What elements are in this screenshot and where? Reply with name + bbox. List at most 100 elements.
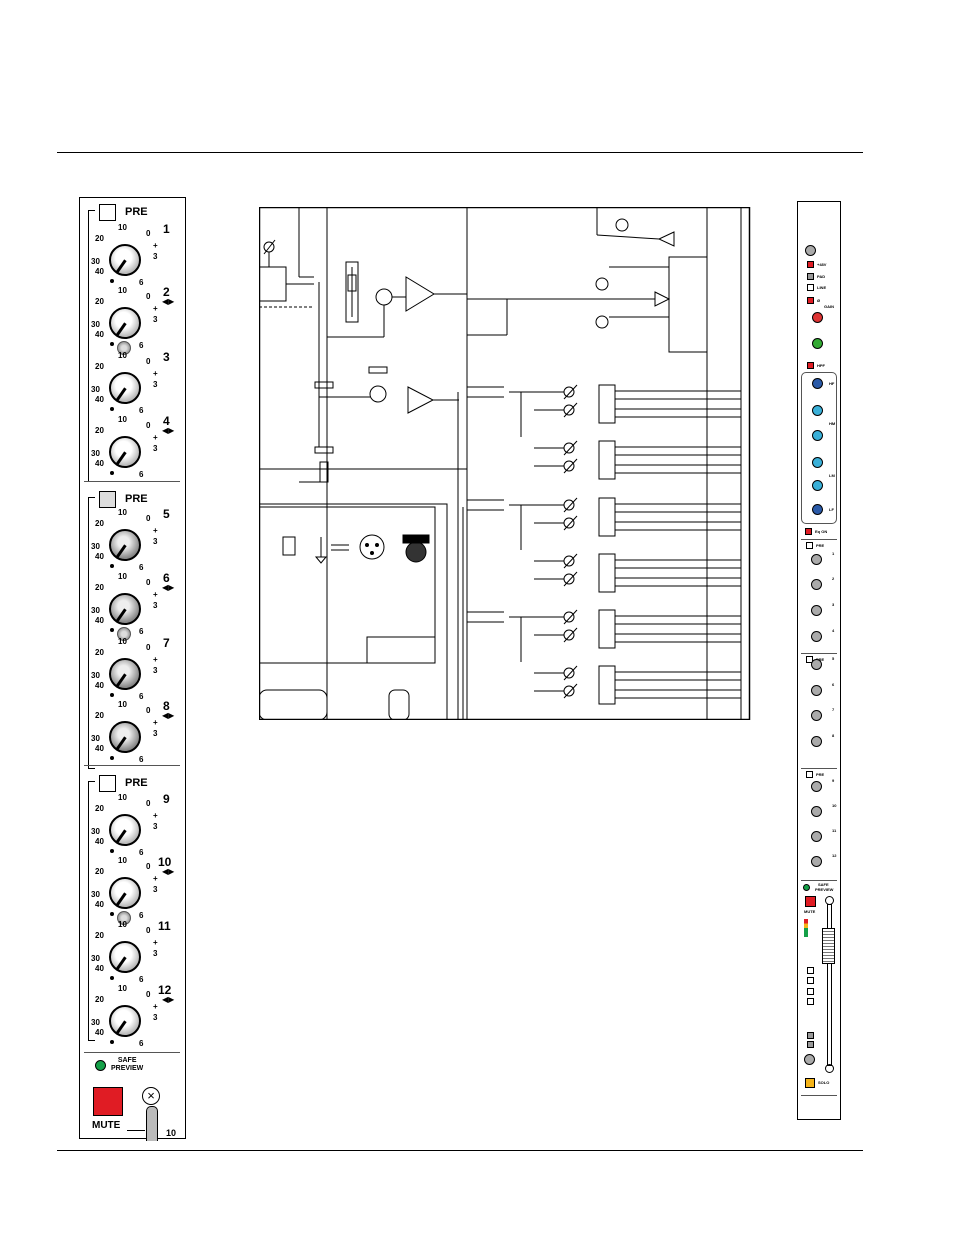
aux-send-knob[interactable]	[109, 372, 141, 404]
aux-send-knob[interactable]	[811, 736, 822, 747]
eq-knob[interactable]	[812, 378, 823, 389]
eq-knob[interactable]	[812, 457, 823, 468]
stereo-pan-mark: ◀▶	[162, 995, 175, 1004]
scale-10: 10	[118, 415, 127, 424]
line-switch[interactable]	[807, 284, 814, 291]
aux-send-knob[interactable]	[109, 307, 141, 339]
zero-dot	[110, 976, 114, 980]
scale-plus: +	[153, 718, 158, 727]
aux-send-knob[interactable]	[811, 631, 822, 642]
aux-send-knob[interactable]	[811, 781, 822, 792]
preview-label: PREVIEW	[815, 887, 834, 892]
scale-30: 30	[91, 890, 100, 899]
aux-send-knob[interactable]	[109, 529, 141, 561]
eq-on-switch[interactable]	[805, 528, 812, 535]
mute-button[interactable]	[93, 1087, 123, 1116]
phase-label: Ø	[817, 298, 821, 303]
hpf-switch[interactable]	[807, 362, 814, 369]
pre-switch[interactable]	[99, 775, 116, 792]
scale-10: 10	[118, 920, 127, 929]
hpf-label: HPF	[817, 363, 825, 368]
safe-label: SAFE	[117, 1057, 137, 1064]
aux-send-knob[interactable]	[811, 554, 822, 565]
aux-send-knob[interactable]	[109, 814, 141, 846]
scale-30: 30	[91, 671, 100, 680]
mute-button[interactable]	[805, 896, 816, 907]
aux-send-knob[interactable]	[109, 941, 141, 973]
scale-10: 10	[118, 700, 127, 709]
aux-send-knob[interactable]	[811, 806, 822, 817]
pre-switch[interactable]	[806, 542, 813, 549]
input-socket-icon	[805, 245, 816, 256]
scale-30: 30	[91, 385, 100, 394]
scale-10: 10	[118, 984, 127, 993]
block-schematic	[259, 207, 751, 720]
hpf-knob[interactable]	[812, 338, 823, 349]
aux-send-knob[interactable]	[811, 659, 822, 670]
aux-send-knob[interactable]	[109, 244, 141, 276]
scale-40: 40	[95, 681, 104, 690]
zero-dot	[110, 564, 114, 568]
scale-plus: +	[153, 811, 158, 820]
pre-switch[interactable]	[806, 771, 813, 778]
meter-leds	[804, 919, 808, 937]
aux-send-knob[interactable]	[109, 877, 141, 909]
routing-switch[interactable]	[807, 998, 814, 1005]
phantom-label: +48V	[817, 262, 827, 267]
scale-30: 30	[91, 449, 100, 458]
pre-switch[interactable]	[99, 204, 116, 221]
zero-dot	[110, 471, 114, 475]
aux-number: 9	[163, 792, 170, 806]
pad-switch[interactable]	[807, 273, 814, 280]
section-divider	[801, 768, 837, 769]
fader-knob[interactable]	[822, 928, 835, 964]
aux-send-knob[interactable]	[811, 579, 822, 590]
routing-switch[interactable]	[807, 988, 814, 995]
aux-send-knob[interactable]	[109, 658, 141, 690]
mute-label: MUTE	[804, 909, 816, 914]
stereo-pan-mark: ◀▶	[162, 867, 175, 876]
pan-knob[interactable]	[117, 341, 131, 355]
pre-bracket	[88, 781, 95, 1041]
gain-knob[interactable]	[812, 312, 823, 323]
pan-knob[interactable]	[117, 911, 131, 925]
scale-10: 10	[118, 793, 127, 802]
scale-3: 3	[153, 1013, 158, 1022]
aux-send-knob[interactable]	[811, 856, 822, 867]
solo-button[interactable]	[805, 1078, 815, 1088]
aux-number: 10	[832, 803, 837, 808]
aux-send-knob[interactable]	[811, 831, 822, 842]
scale-20: 20	[95, 711, 104, 720]
section-divider	[84, 765, 180, 766]
aux-send-knob[interactable]	[109, 436, 141, 468]
scale-0: 0	[146, 578, 151, 587]
eq-knob[interactable]	[812, 480, 823, 491]
phantom-switch[interactable]	[807, 261, 814, 268]
aux-send-knob[interactable]	[109, 721, 141, 753]
eq-knob[interactable]	[812, 504, 823, 515]
scale-20: 20	[95, 804, 104, 813]
eq-knob[interactable]	[812, 405, 823, 416]
aux-send-knob[interactable]	[811, 605, 822, 616]
fader-knob[interactable]	[146, 1106, 158, 1141]
pre-label: PRE	[125, 493, 148, 505]
pan-knob[interactable]	[117, 627, 131, 641]
phase-switch[interactable]	[807, 297, 814, 304]
aux-send-knob[interactable]	[109, 1005, 141, 1037]
pan-knob[interactable]	[804, 1054, 815, 1065]
aux-send-knob[interactable]	[109, 593, 141, 625]
scale-6: 6	[139, 627, 144, 636]
scale-0: 0	[146, 862, 151, 871]
routing-switch[interactable]	[807, 1041, 814, 1048]
routing-switch[interactable]	[807, 977, 814, 984]
routing-switch[interactable]	[807, 967, 814, 974]
solo-clear-knob-icon[interactable]: ×	[142, 1087, 160, 1105]
eq-knob[interactable]	[812, 430, 823, 441]
aux-send-knob[interactable]	[811, 710, 822, 721]
pre-switch[interactable]	[99, 491, 116, 508]
aux-send-knob[interactable]	[811, 685, 822, 696]
aux-number: 8	[163, 699, 170, 713]
pre-bracket	[88, 497, 95, 769]
routing-switch[interactable]	[807, 1032, 814, 1039]
